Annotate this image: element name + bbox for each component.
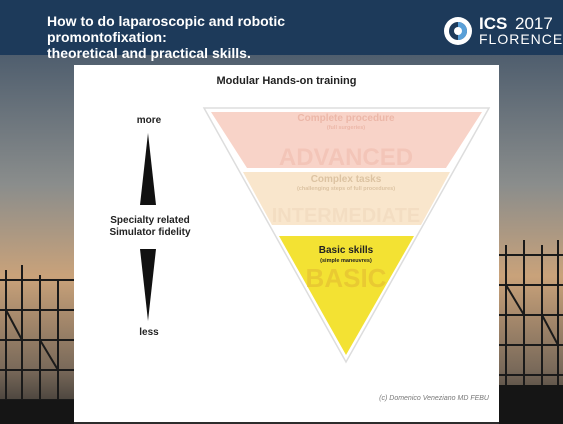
logo-city-text: FLORENCE (479, 31, 563, 47)
pyramid-diagram: ADVANCED INTERMEDIATE BASIC (140, 107, 491, 364)
diagram-title: Modular Hands-on training (216, 75, 357, 87)
diagram-card: ADVANCED INTERMEDIATE BASIC Modular Hand… (74, 65, 499, 422)
axis-label-line2: Simulator fidelity (109, 227, 191, 238)
slide-header: How to do laparoscopic and robotic promo… (0, 0, 563, 61)
ics-logo-icon (444, 17, 472, 45)
axis-label-more: more (136, 115, 162, 126)
level-watermark-advanced: ADVANCED (279, 144, 413, 171)
axis-label-line1: Specialty related (110, 215, 190, 226)
slide-title-line1: How to do laparoscopic and robotic promo… (47, 13, 286, 45)
level-watermark-basic: BASIC (306, 263, 387, 293)
level-band-intermediate (243, 172, 450, 225)
level-subtitle-advanced: (full surgeries) (326, 125, 366, 131)
ics-logo: ICS 2017 FLORENCE (443, 14, 562, 48)
logo-ics-text: ICS (479, 14, 508, 33)
arrow-up-icon (140, 133, 156, 205)
slide-title-line2: theoretical and practical skills. (47, 45, 251, 61)
level-watermark-intermediate: INTERMEDIATE (272, 205, 421, 227)
level-title-intermediate: Complex tasks (310, 174, 382, 185)
slide-title: How to do laparoscopic and robotic promo… (47, 13, 407, 61)
diagram-credit: (c) Domenico Veneziano MD FEBU (379, 395, 489, 402)
axis-label-less: less (139, 327, 159, 338)
arrow-down-icon (140, 249, 156, 321)
level-subtitle-basic: (simple maneuvres) (320, 258, 372, 264)
level-subtitle-intermediate: (challenging steps of full procedures) (296, 186, 396, 192)
level-band-basic (279, 236, 414, 355)
level-title-basic: Basic skills (318, 245, 374, 256)
level-title-advanced: Complete procedure (297, 113, 395, 124)
level-band-advanced (211, 112, 482, 168)
axis-label: Specialty related Simulator fidelity (90, 215, 210, 239)
pyramid-outline (202, 107, 491, 364)
logo-year-text: 2017 (515, 14, 553, 33)
